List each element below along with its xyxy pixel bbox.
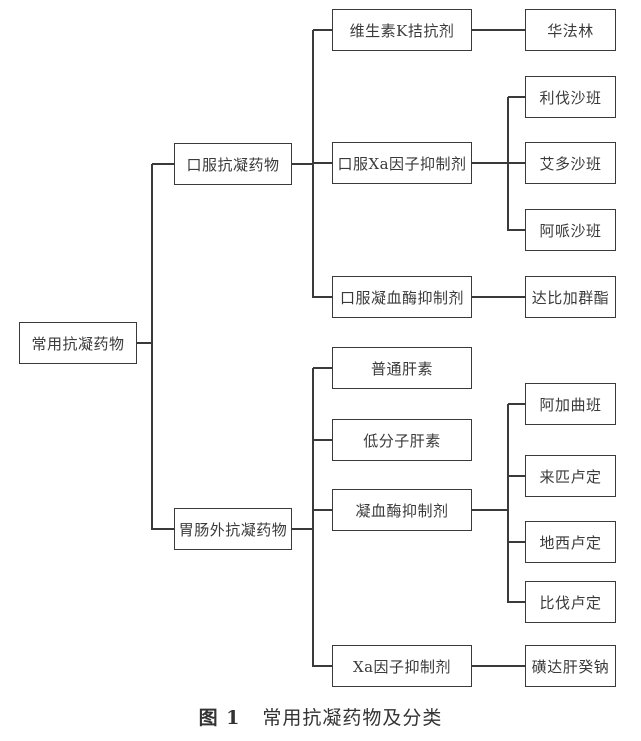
figure-caption: 图 1 常用抗凝药物及分类 (0, 703, 641, 730)
node-warfarin: 华法林 (525, 9, 616, 51)
node-edoxaban: 艾多沙班 (525, 142, 616, 184)
caption-title: 常用抗凝药物及分类 (262, 707, 443, 729)
node-root: 常用抗凝药物 (19, 322, 137, 364)
drug-classification-tree: 常用抗凝药物 口服抗凝药物 胃肠外抗凝药物 维生素K拮抗剂 口服Xa因子抑制剂 … (19, 9, 616, 687)
connector-branch (313, 665, 332, 667)
node-desirudin: 地西卢定 (525, 521, 616, 563)
connector-branch (508, 403, 525, 405)
connector-trunk (312, 30, 314, 298)
connector-branch (508, 229, 525, 231)
node-fondaparinux: 磺达肝癸钠 (525, 645, 616, 687)
connector-trunk (507, 97, 509, 231)
node-oral-xa-inhibitor: 口服Xa因子抑制剂 (332, 142, 472, 184)
connector-branch (313, 296, 332, 298)
node-lepirudin: 来匹卢定 (525, 455, 616, 497)
node-bivalirudin: 比伐卢定 (525, 581, 616, 623)
connector-trunk (312, 368, 314, 667)
connector-line (292, 528, 313, 530)
connector-line (472, 509, 508, 511)
node-parenteral-anticoagulants: 胃肠外抗凝药物 (174, 508, 292, 550)
connector-branch (313, 29, 332, 31)
node-oral-thrombin-inhibitor: 口服凝血酶抑制剂 (332, 276, 472, 318)
connector-branch (508, 96, 525, 98)
connector-line (472, 29, 525, 31)
connector-trunk (507, 404, 509, 603)
connector-line (292, 163, 313, 165)
connector-branch (152, 163, 174, 165)
connector-branch (508, 475, 525, 477)
node-xa-inhibitor: Xa因子抑制剂 (332, 645, 472, 687)
node-thrombin-inhibitor: 凝血酶抑制剂 (332, 489, 472, 531)
node-apixaban: 阿哌沙班 (525, 209, 616, 251)
node-low-molecular-heparin: 低分子肝素 (332, 419, 472, 461)
connector-line (472, 665, 525, 667)
node-vitamin-k-antagonist: 维生素K拮抗剂 (332, 9, 472, 51)
connector-trunk (151, 164, 153, 530)
connector-line (137, 342, 152, 344)
connector-branch (313, 367, 332, 369)
node-argatroban: 阿加曲班 (525, 383, 616, 425)
node-rivaroxaban: 利伐沙班 (525, 76, 616, 118)
connector-line (472, 296, 525, 298)
node-dabigatran: 达比加群酯 (525, 276, 616, 318)
connector-branch (508, 601, 525, 603)
node-unfractionated-heparin: 普通肝素 (332, 347, 472, 389)
connector-branch (508, 162, 525, 164)
caption-label: 图 1 (198, 707, 241, 729)
connector-branch (508, 541, 525, 543)
connector-branch (152, 528, 174, 530)
node-oral-anticoagulants: 口服抗凝药物 (174, 143, 292, 185)
connector-branch (313, 162, 332, 164)
connector-branch (313, 509, 332, 511)
connector-line (472, 162, 508, 164)
connector-branch (313, 439, 332, 441)
